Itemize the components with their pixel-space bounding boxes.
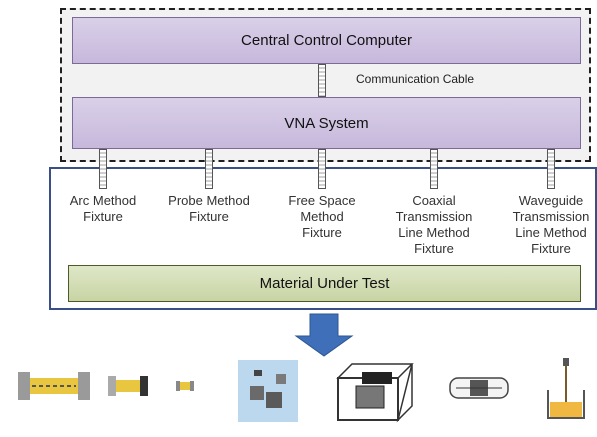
arc-method-fixture-label: Arc Method Fixture <box>69 193 137 224</box>
waveguide-fixture-connector <box>547 149 555 189</box>
arc-fixture-small-photo-icon <box>176 381 194 391</box>
arc-fixture-long-photo-icon <box>18 372 90 400</box>
material-under-test-box: Material Under Test <box>68 265 581 302</box>
vna-system-box: VNA System <box>72 97 581 149</box>
vna-system-label: VNA System <box>284 114 369 132</box>
waveguide-line-method-fixture-label: Waveguide Transmission Line Method Fixtu… <box>512 193 590 256</box>
waveguide-box-photo-icon <box>336 363 414 423</box>
free-space-blocks-photo-icon <box>238 360 298 422</box>
coaxial-line-method-fixture-label: Coaxial Transmission Line Method Fixture <box>395 193 473 256</box>
fixture-photos-strip <box>18 358 585 423</box>
material-under-test-label: Material Under Test <box>259 275 390 292</box>
free-space-fixture-connector <box>318 149 326 189</box>
probe-method-fixture-label: Probe Method Fixture <box>168 193 250 224</box>
coaxial-line-photo-icon <box>449 377 509 399</box>
communication-cable-label: Communication Cable <box>356 72 475 86</box>
coaxial-fixture-connector <box>430 149 438 189</box>
communication-cable-connector <box>318 64 326 97</box>
probe-fixture-connector <box>205 149 213 189</box>
probe-beaker-photo-icon <box>547 358 585 419</box>
arc-fixture-short-photo-icon <box>108 376 148 396</box>
central-control-computer-box: Central Control Computer <box>72 17 581 64</box>
free-space-method-fixture-label: Free Space Method Fixture <box>288 193 356 240</box>
arc-fixture-connector <box>99 149 107 189</box>
central-control-computer-label: Central Control Computer <box>241 32 412 49</box>
